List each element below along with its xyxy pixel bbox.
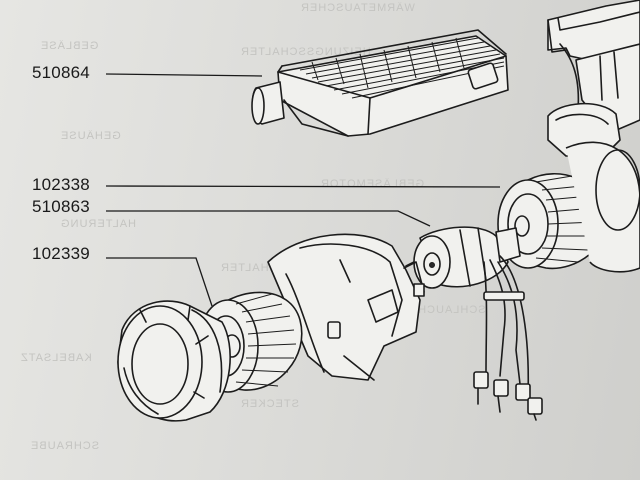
part-number-fan-wheel-large: 102339: [32, 244, 90, 263]
part-number-heater-core: 510864: [32, 63, 90, 82]
blower-motor: [405, 226, 543, 421]
blower-housing: [267, 233, 425, 381]
inlet-ring-cover: [117, 300, 231, 422]
leader-fan-wheel-small: [105, 185, 501, 188]
part-number-blower-motor: 510863: [32, 197, 90, 216]
part-number-fan-wheel-small: 102338: [32, 175, 90, 194]
housing-bracket: [547, 0, 640, 157]
leader-heater-core: [105, 73, 263, 77]
leader-blower-motor: [106, 210, 431, 227]
leader-lines: [105, 73, 501, 307]
leader-fan-wheel-large: [106, 257, 213, 307]
heater-core: [251, 29, 509, 137]
